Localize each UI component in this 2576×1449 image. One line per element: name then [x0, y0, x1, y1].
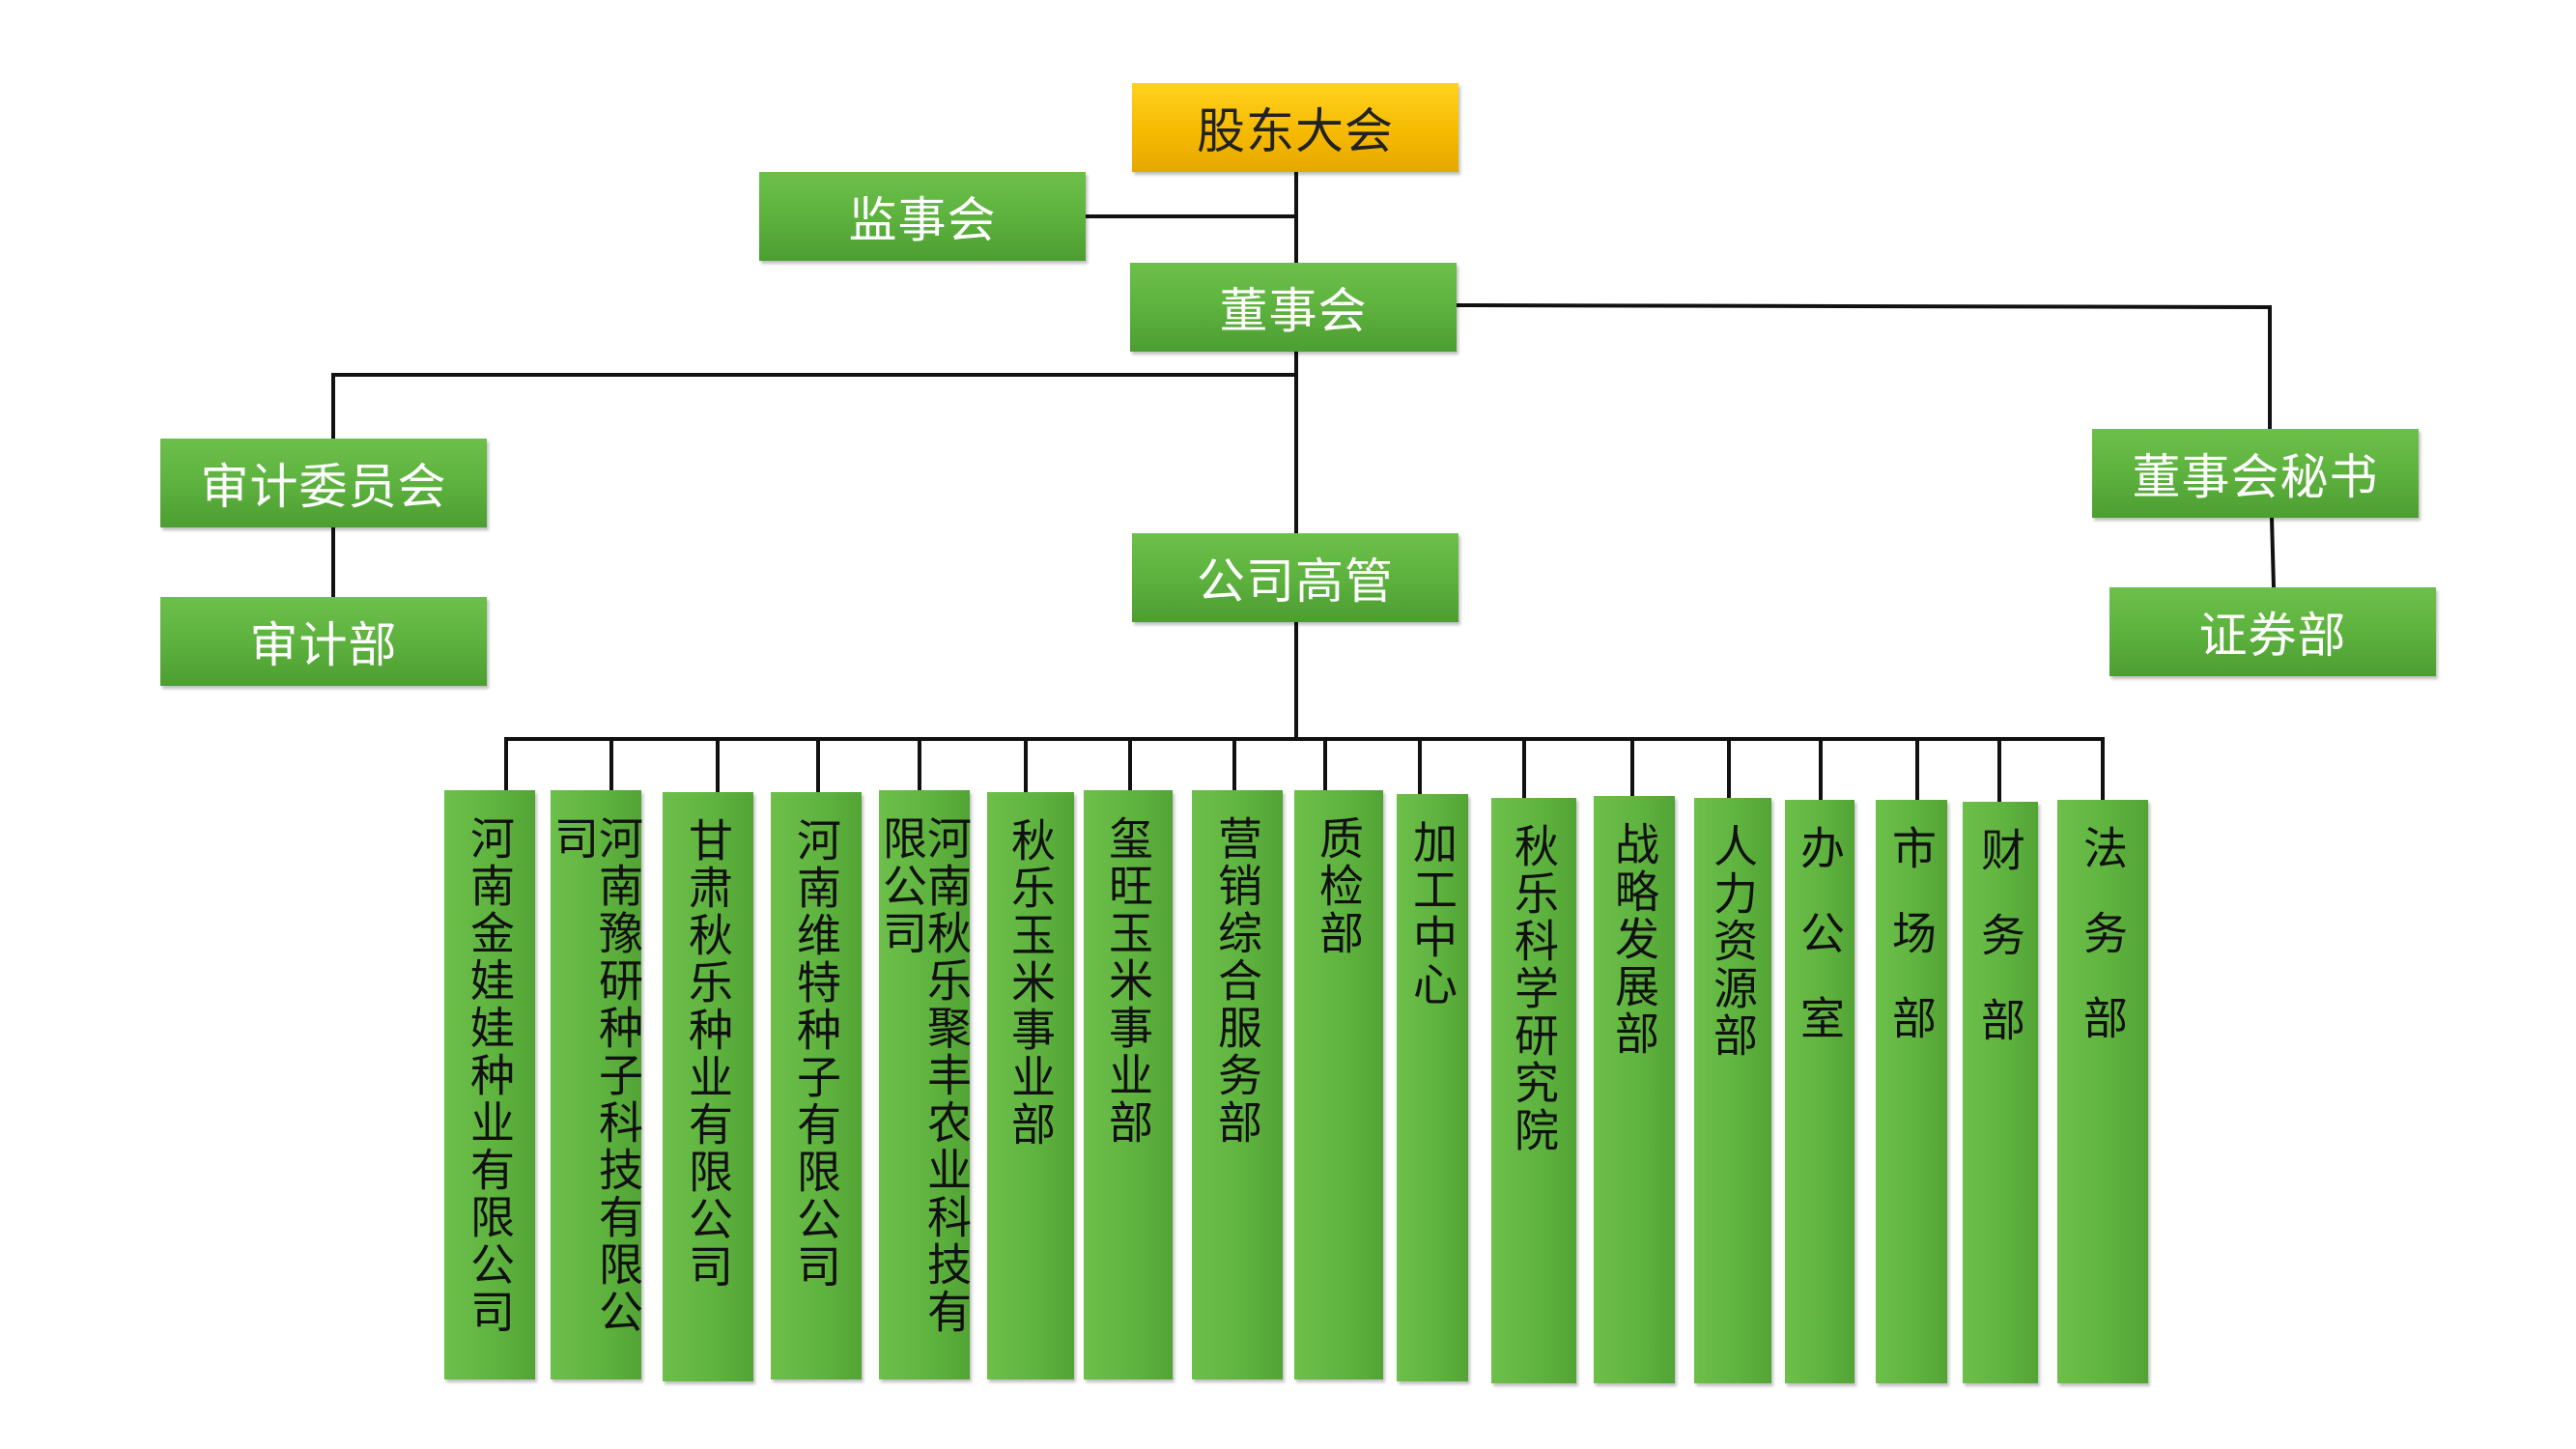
department-column: 河南豫研种子科技有限公司	[548, 790, 644, 1379]
department-column: 法务部	[2057, 800, 2148, 1383]
audit-department-label: 审计部	[249, 617, 398, 673]
board-of-directors-label: 董事会	[1219, 283, 1368, 339]
executives-box: 公司高管	[1132, 533, 1458, 622]
department-label: 秋乐玉米事业部	[1005, 817, 1057, 1149]
department-column: 营销综合服务部	[1192, 790, 1283, 1379]
board-secretary-box: 董事会秘书	[2092, 429, 2419, 518]
securities-department-box: 证券部	[2109, 587, 2436, 676]
securities-department-label: 证券部	[2198, 608, 2347, 664]
audit-committee-label: 审计委员会	[200, 459, 447, 515]
department-label: 河南豫研种子科技有限公司	[548, 815, 644, 1336]
department-column: 甘肃秋乐种业有限公司	[663, 792, 753, 1381]
department-label: 玺旺玉米事业部	[1102, 815, 1154, 1147]
department-column: 河南秋乐聚丰农业科技有限公司	[876, 790, 973, 1379]
department-label: 甘肃秋乐种业有限公司	[682, 817, 734, 1291]
board-of-directors-box: 董事会	[1130, 263, 1457, 352]
department-column: 财务部	[1963, 802, 2038, 1383]
department-column: 战略发展部	[1594, 796, 1675, 1383]
board-secretary-label: 董事会秘书	[2132, 449, 2379, 505]
department-column: 加工中心	[1397, 794, 1468, 1381]
department-label: 战略发展部	[1608, 821, 1660, 1058]
department-label: 营销综合服务部	[1211, 815, 1263, 1147]
department-label: 法务部	[2077, 825, 2129, 1080]
audit-department-box: 审计部	[160, 597, 487, 686]
department-column: 河南维特种子有限公司	[771, 792, 862, 1379]
department-column: 河南金娃娃种业有限公司	[444, 790, 535, 1379]
supervisory-board-label: 监事会	[848, 192, 997, 248]
department-label: 加工中心	[1406, 819, 1458, 1009]
department-column: 玺旺玉米事业部	[1084, 790, 1173, 1379]
department-label: 市场部	[1885, 825, 1938, 1080]
supervisory-board-box: 监事会	[759, 172, 1086, 261]
department-label: 秋乐科学研究院	[1508, 823, 1560, 1154]
department-column: 办公室	[1785, 800, 1854, 1383]
executives-label: 公司高管	[1197, 554, 1394, 610]
shareholders-meeting-label: 股东大会	[1197, 103, 1394, 159]
department-column: 质检部	[1294, 790, 1383, 1379]
department-label: 办公室	[1794, 825, 1846, 1080]
department-column: 秋乐科学研究院	[1491, 798, 1576, 1383]
department-label: 质检部	[1313, 815, 1365, 957]
department-label: 人力资源部	[1707, 823, 1759, 1060]
audit-committee-box: 审计委员会	[160, 439, 487, 527]
department-column: 秋乐玉米事业部	[987, 792, 1074, 1379]
department-label: 河南维特种子有限公司	[790, 817, 842, 1291]
shareholders-meeting-box: 股东大会	[1132, 83, 1458, 172]
department-column: 人力资源部	[1694, 798, 1771, 1383]
department-label: 河南秋乐聚丰农业科技有限公司	[876, 815, 973, 1336]
department-label: 河南金娃娃种业有限公司	[464, 815, 516, 1336]
department-label: 财务部	[1974, 827, 2026, 1082]
department-column: 市场部	[1876, 800, 1947, 1383]
